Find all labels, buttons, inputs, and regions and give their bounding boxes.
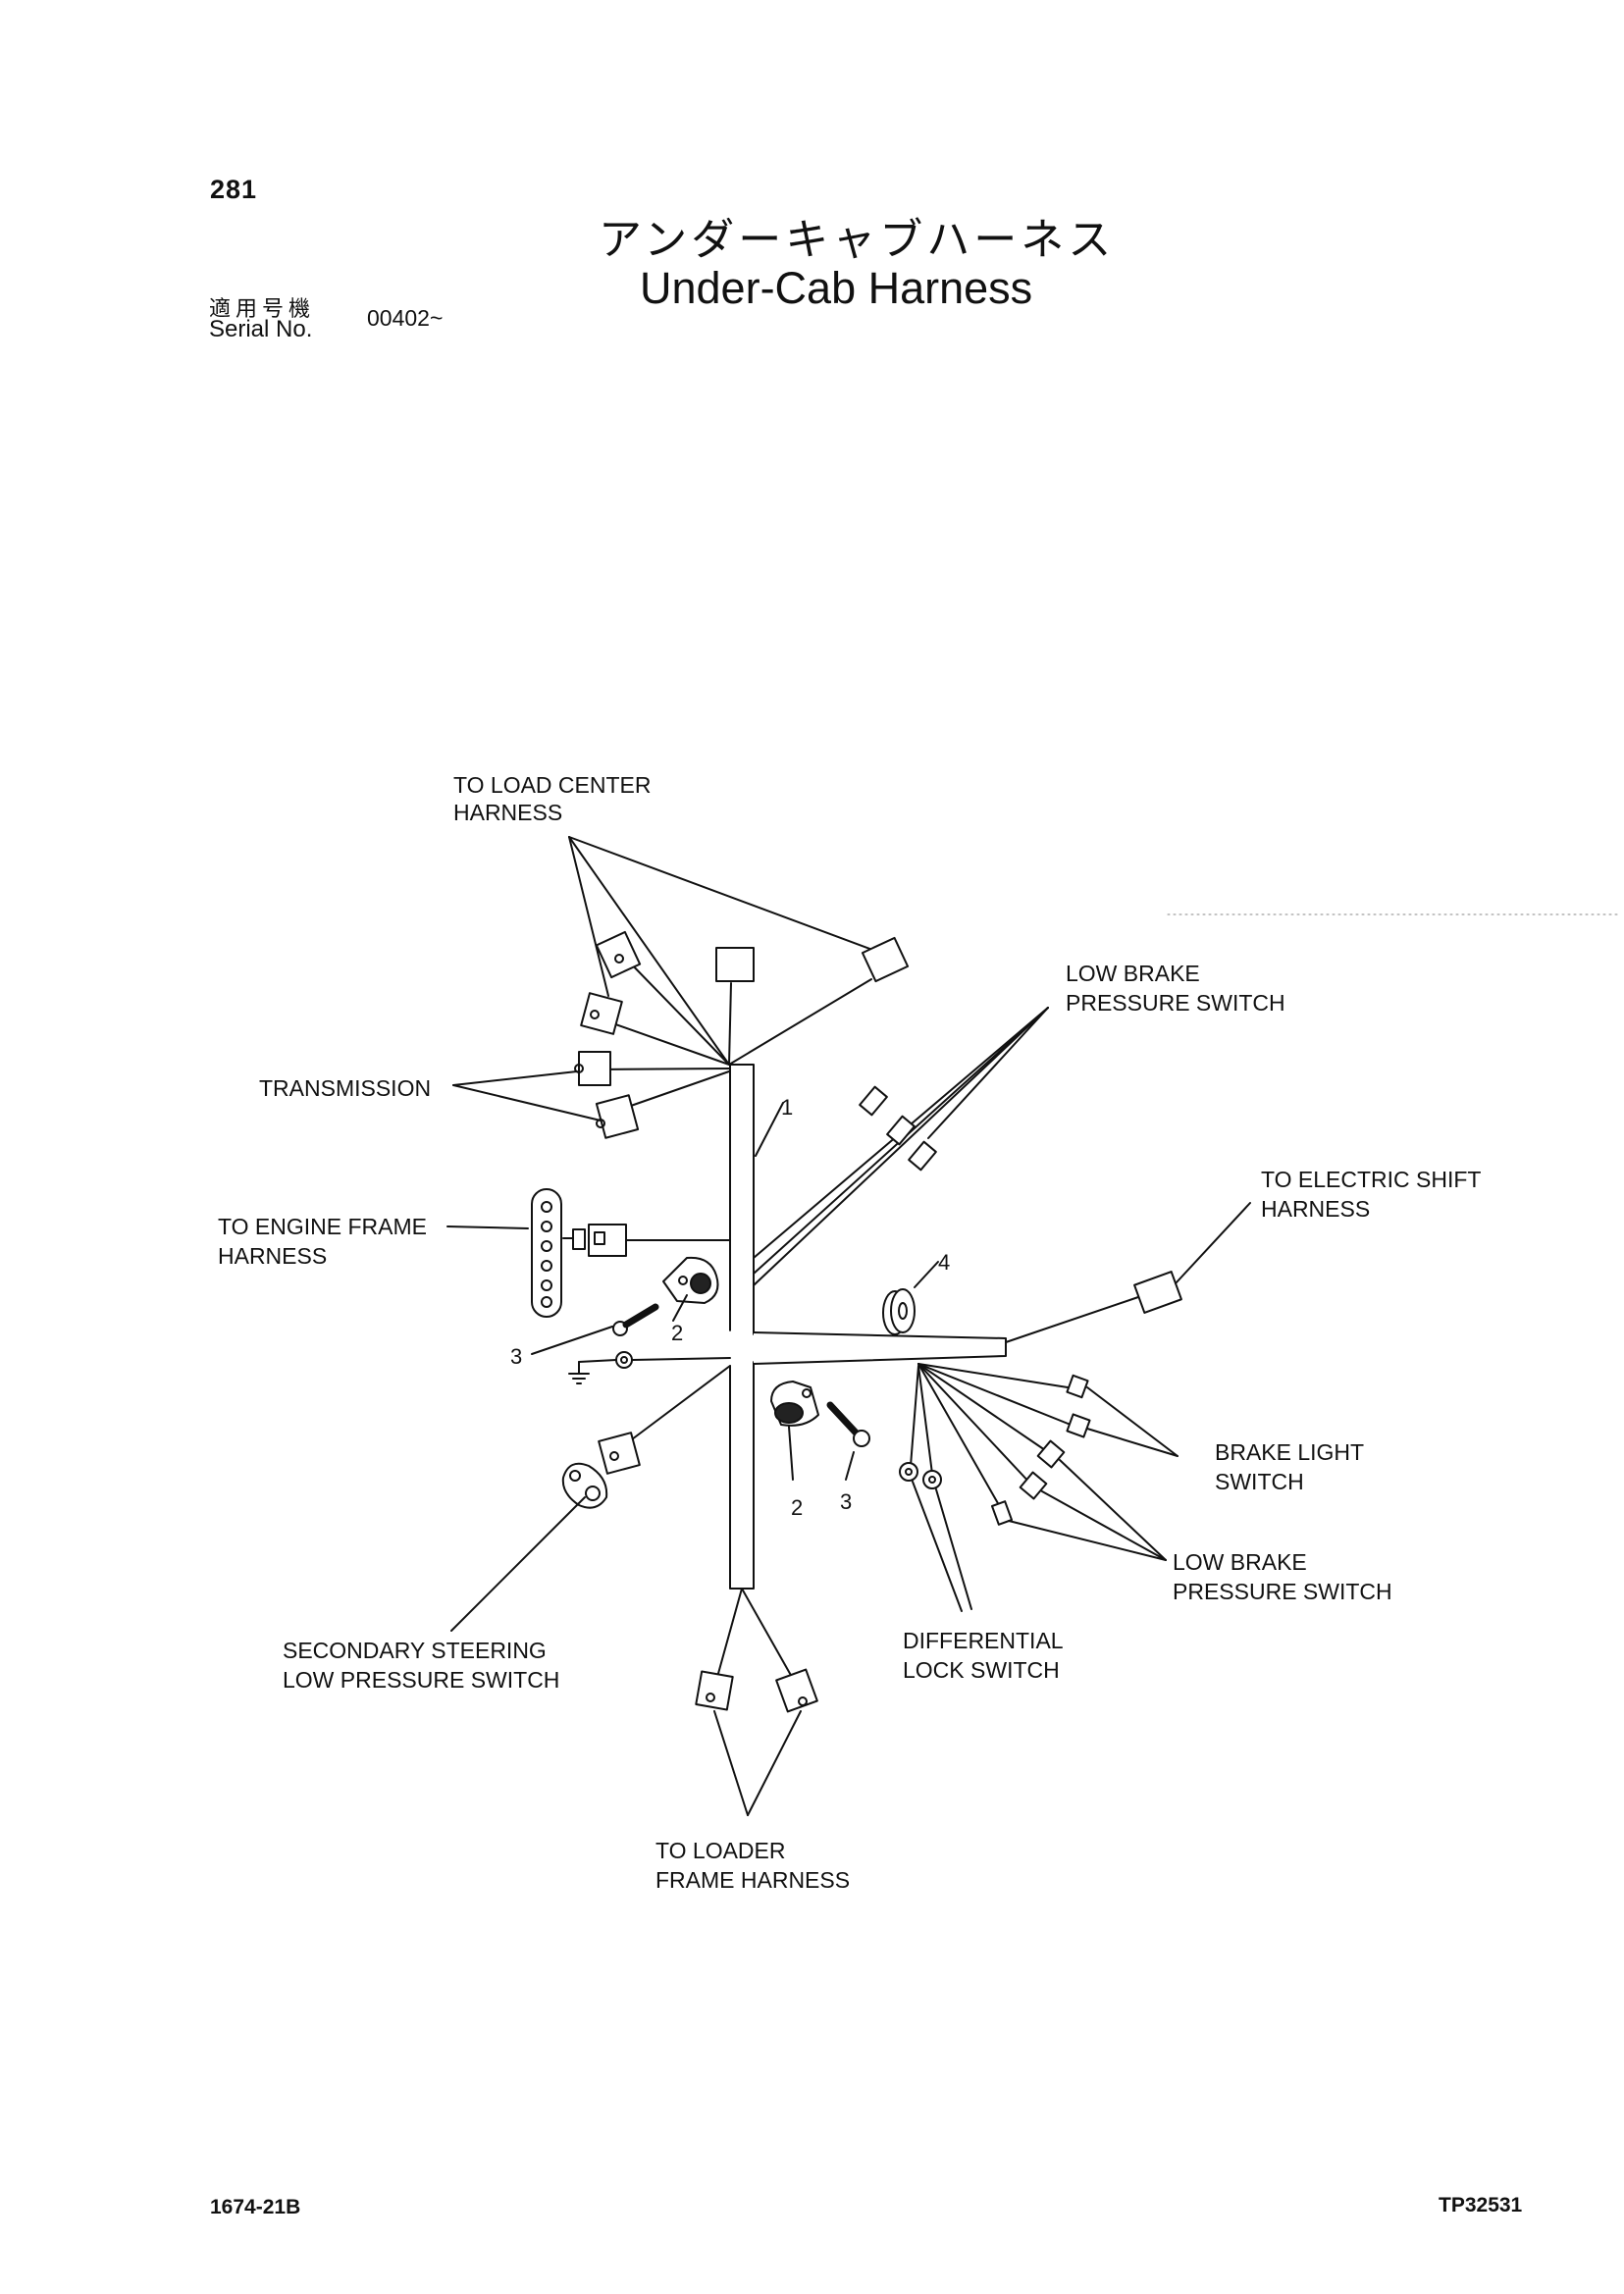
serial-label-japanese: 適用号機 [209,297,316,322]
callout-leader-1 [755,1102,784,1157]
label-low-brake-top: LOW BRAKE [1066,961,1200,986]
low-brake-top-leaders [753,1007,1049,1286]
label-low-brake-bottom: LOW BRAKE [1173,1549,1307,1575]
callout-clamp-number: 2 [671,1321,683,1345]
differential-terminal [922,1470,942,1489]
label-to-engine-frame-harness: HARNESS [218,1243,327,1269]
callout-bolt-number: 3 [840,1489,852,1514]
label-brake-light: BRAKE LIGHT [1215,1439,1364,1465]
load-center-connector [715,947,755,982]
clamp-leader [788,1426,794,1481]
title-japanese: アンダーキャブハーネス [599,215,1116,265]
page-number: 281 [210,175,258,204]
transmission-connector [595,1094,640,1139]
label-to-engine-frame: TO ENGINE FRAME [218,1214,427,1239]
brake-light-connector [1066,1413,1091,1438]
label-to-load-center: TO LOAD CENTER [453,772,652,798]
pressure-switch-icon [561,1462,608,1509]
serial-value: 00402~ [367,305,444,331]
low-brake-top-connector [908,1140,937,1172]
loader-frame-leader [747,1710,802,1816]
low-brake-bottom-leader [1041,1490,1167,1561]
callout-clamp-number: 2 [791,1495,803,1520]
brake-light-connector [1066,1374,1089,1399]
label-secondary-steering: SECONDARY STEERING [283,1638,547,1663]
label-frame-harness: FRAME HARNESS [655,1867,850,1893]
transmission-leaders [452,1068,730,1121]
engine-frame-leader [446,1225,529,1229]
engine-frame-connector [588,1224,627,1257]
low-brake-bottom-leader [1059,1459,1167,1561]
load-center-branches [568,836,884,1066]
bolt-leader [845,1451,855,1481]
transmission-connector [574,1051,611,1086]
loader-frame-connector [775,1668,818,1713]
brake-light-leader [1086,1428,1179,1457]
secondary-steering-leader [450,1496,586,1632]
differential-terminal [899,1462,918,1482]
label-differential-lock-switch: LOCK SWITCH [903,1657,1060,1683]
label-to-load-center-harness: HARNESS [453,800,562,825]
electric-shift-leader [1175,1202,1251,1284]
loader-frame-leader [713,1710,749,1816]
label-differential: DIFFERENTIAL [903,1628,1064,1653]
callout-grommet-number: 4 [938,1250,950,1275]
low-brake-bottom-connector [1036,1439,1066,1469]
load-center-connector [580,992,623,1035]
branch-fan-wires [910,1363,1076,1520]
reference-code: TP32531 [1439,2194,1523,2216]
differential-leader [935,1488,972,1610]
secondary-steering-connector [598,1432,641,1475]
loader-frame-connector [695,1670,734,1711]
label-low-pressure-switch: LOW PRESSURE SWITCH [283,1667,559,1693]
electric-shift-wire [1005,1296,1139,1343]
label-to-electric-shift: TO ELECTRIC SHIFT [1261,1167,1482,1192]
loader-frame-wire [741,1588,798,1687]
clamp-icon [662,1256,719,1304]
ground-terminal [568,1351,731,1384]
label-transmission: TRANSMISSION [259,1075,431,1101]
label-brake-light-switch: SWITCH [1215,1469,1304,1494]
bolt-icon [826,1401,870,1447]
clamp-icon [770,1381,819,1427]
engine-frame-plug [572,1228,586,1250]
title-english: Under-Cab Harness [640,263,1033,313]
serial-label-english: Serial No. [209,316,313,342]
low-brake-bottom-leader [1008,1520,1167,1561]
low-brake-bottom-connector [1019,1471,1048,1500]
load-center-connector [861,936,910,983]
differential-leader [912,1481,963,1612]
engine-frame-connector [531,1188,562,1318]
loader-frame-wire [713,1588,743,1689]
callout-harness-number: 1 [781,1095,793,1120]
label-low-brake-bottom-switch: PRESSURE SWITCH [1173,1579,1392,1604]
label-to-electric-shift-harness: HARNESS [1261,1196,1370,1222]
low-brake-top-connector [859,1085,888,1117]
secondary-steering-wire [627,1365,731,1443]
bolt-icon [612,1303,659,1336]
load-center-connector [595,930,642,979]
main-harness-trunk [728,1064,1007,1590]
drawing-number: 1674-21B [210,2196,301,2218]
label-to-loader: TO LOADER [655,1838,786,1863]
clamp-leader [672,1294,688,1322]
brake-light-leader [1086,1386,1179,1457]
bolt-leader [531,1326,613,1355]
low-brake-top-connector [886,1115,916,1146]
callout-bolt-number: 3 [510,1344,522,1369]
grommet-icon [882,1288,916,1335]
grommet-leader [914,1261,939,1288]
electric-shift-connector [1133,1271,1182,1314]
low-brake-bottom-connector [991,1500,1013,1526]
label-low-brake-top-switch: PRESSURE SWITCH [1066,990,1285,1016]
